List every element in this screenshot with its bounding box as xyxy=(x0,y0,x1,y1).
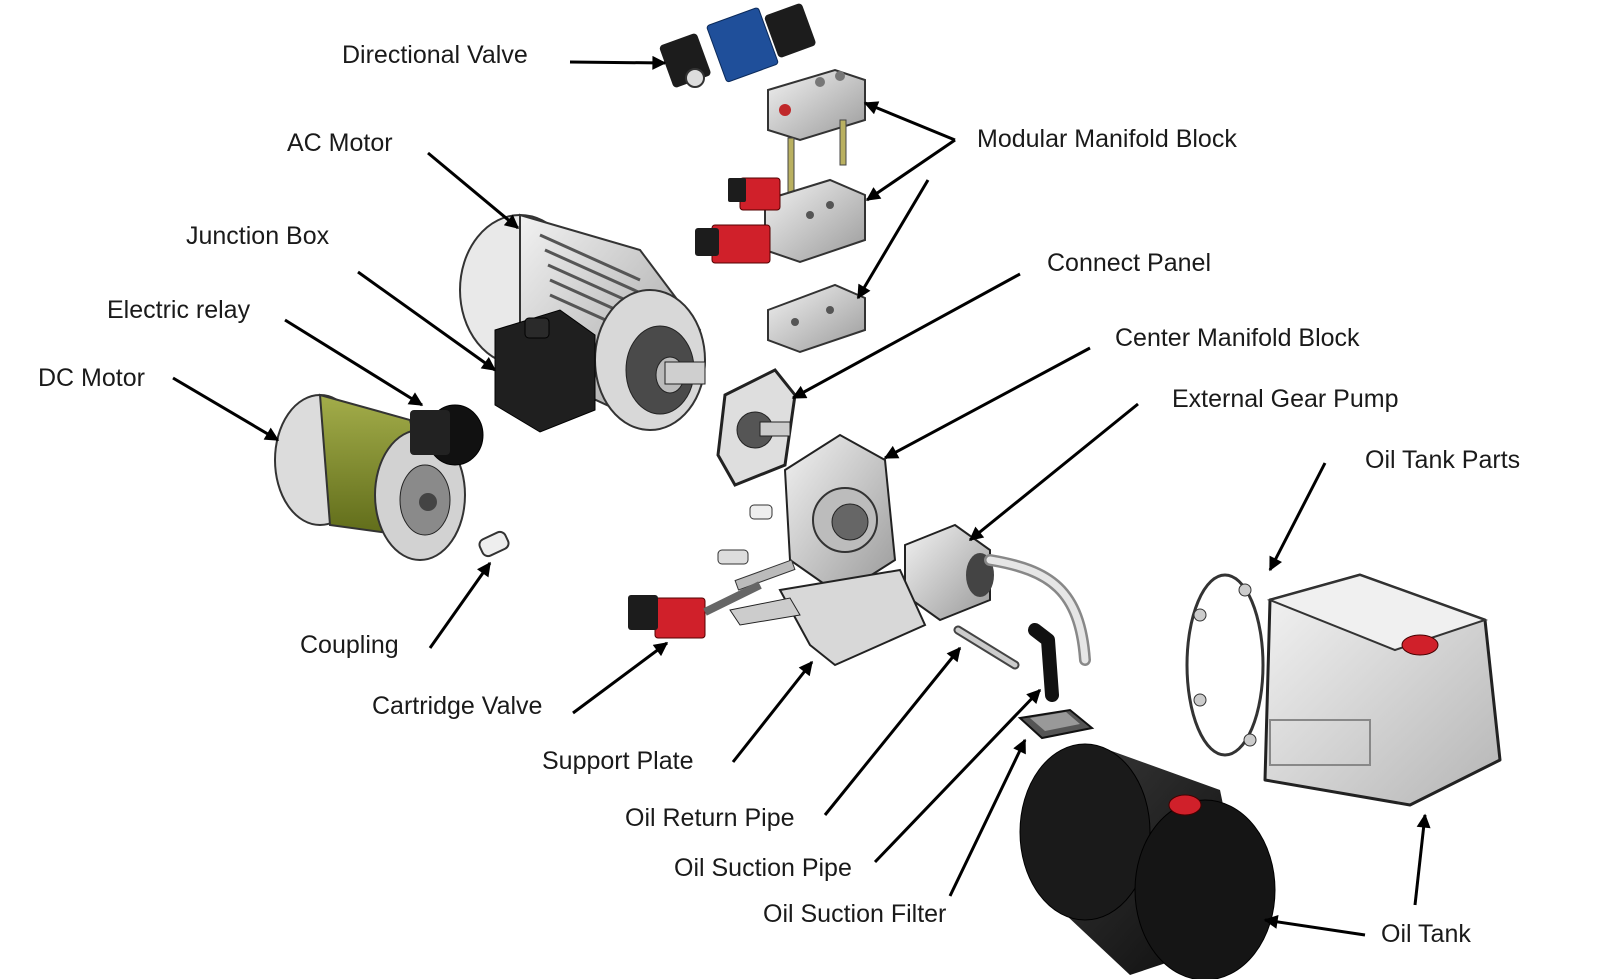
label-center-manifold-block: Center Manifold Block xyxy=(1115,324,1360,352)
arrow-modular-manifold-upper xyxy=(863,101,956,142)
external-gear-pump-part xyxy=(904,523,1091,666)
label-coupling: Coupling xyxy=(300,631,399,659)
label-ac-motor: AC Motor xyxy=(287,129,393,157)
arrow-dc-motor xyxy=(172,376,280,442)
label-directional-valve: Directional Valve xyxy=(342,41,528,69)
round-oil-tank-part xyxy=(1019,743,1276,979)
arrow-center-manifold xyxy=(883,346,1091,460)
leader-arrows xyxy=(172,55,1431,937)
arrow-ac-motor xyxy=(427,151,520,230)
arrow-connect-panel xyxy=(791,272,1021,400)
support-plate-part xyxy=(729,568,927,667)
directional-valve-part xyxy=(659,3,816,88)
label-oil-suction-pipe: Oil Suction Pipe xyxy=(674,854,852,882)
oil-suction-pipe-part xyxy=(1028,623,1059,702)
arrow-modular-manifold-lower xyxy=(856,179,930,300)
center-manifold-block-part xyxy=(717,433,897,597)
arrow-oil-tank-square xyxy=(1413,813,1431,906)
arrow-support-plate xyxy=(731,660,814,763)
label-oil-return-pipe: Oil Return Pipe xyxy=(625,804,795,832)
arrow-modular-manifold-mid xyxy=(865,138,956,202)
oil-suction-filter-part xyxy=(1017,708,1095,740)
arrow-oil-return-pipe xyxy=(823,646,962,816)
coupling-part xyxy=(478,530,510,558)
label-modular-manifold-block: Modular Manifold Block xyxy=(977,125,1237,153)
junction-box-part xyxy=(494,309,596,433)
label-cartridge-valve: Cartridge Valve xyxy=(372,692,543,720)
label-external-gear-pump: External Gear Pump xyxy=(1172,385,1399,413)
label-oil-suction-filter: Oil Suction Filter xyxy=(763,900,947,928)
arrow-junction-box xyxy=(357,270,497,372)
label-electric-relay: Electric relay xyxy=(107,296,251,324)
arrow-oil-tank-parts xyxy=(1268,462,1327,572)
label-connect-panel: Connect Panel xyxy=(1047,249,1212,277)
connect-panel-part xyxy=(716,368,797,487)
electric-relay-part xyxy=(410,404,484,466)
square-oil-tank-part xyxy=(1263,573,1502,807)
arrow-cartridge-valve xyxy=(572,641,669,715)
arrow-electric-relay xyxy=(284,318,424,407)
oil-tank-parts-part xyxy=(1185,573,1265,757)
label-oil-tank: Oil Tank xyxy=(1381,920,1471,948)
arrow-oil-tank-round xyxy=(1263,914,1366,937)
cartridge-valve-part xyxy=(628,581,762,639)
label-oil-tank-parts: Oil Tank Parts xyxy=(1365,446,1521,474)
arrow-coupling xyxy=(428,561,492,649)
arrow-directional-valve xyxy=(569,55,667,70)
arrow-external-gear-pump xyxy=(968,402,1139,542)
oil-return-pipe-part xyxy=(953,625,1020,670)
arrow-oil-suction-filter xyxy=(948,738,1027,897)
label-support-plate: Support Plate xyxy=(542,747,694,775)
label-dc-motor: DC Motor xyxy=(38,364,145,392)
label-junction-box: Junction Box xyxy=(186,222,330,250)
arrow-oil-suction-pipe xyxy=(873,688,1042,864)
modular-manifold-block-part xyxy=(695,68,866,354)
